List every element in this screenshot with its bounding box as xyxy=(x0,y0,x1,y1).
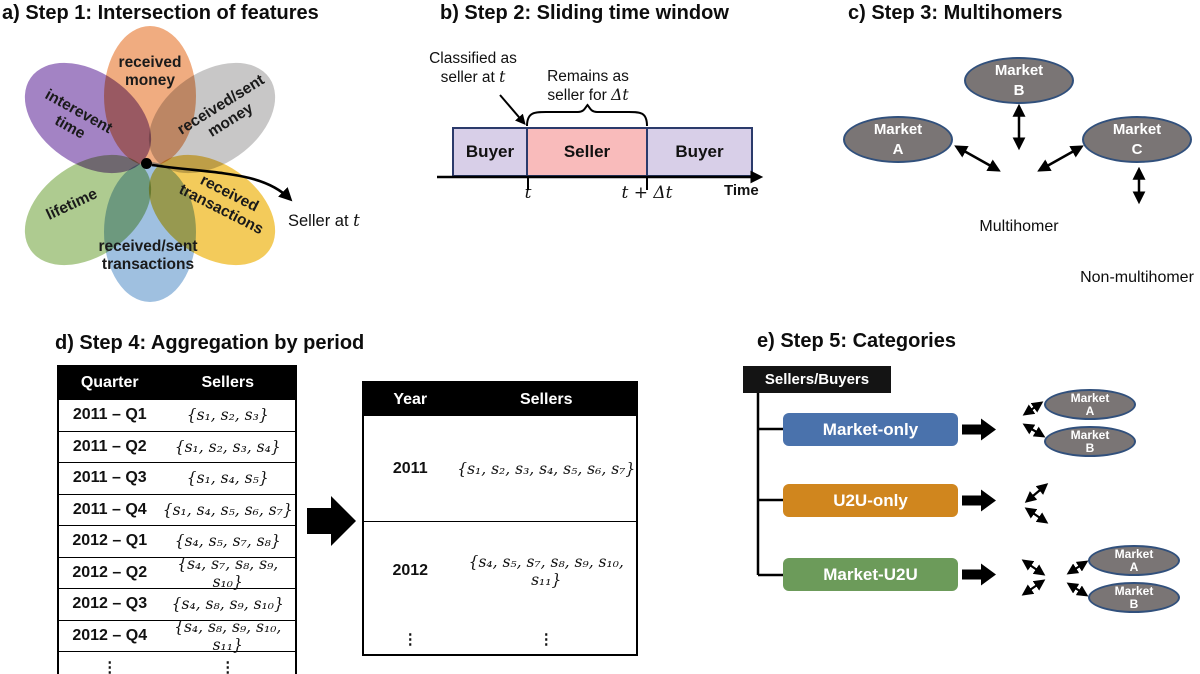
multihomer-label: Multihomer xyxy=(979,218,1059,235)
sellers-header-cell: Sellers xyxy=(519,390,573,408)
panel-c-title: c) Step 3: Multihomers xyxy=(848,2,1063,24)
arrow-mu2u-market-b xyxy=(1066,582,1089,597)
non-multihomer-label: Non-multihomer xyxy=(1080,269,1194,286)
market-only-label: Market-only xyxy=(822,419,919,439)
table-row: 2012{s₄, s₅, s₇, s₈, s₉, s₁₀, s₁₁} xyxy=(392,552,624,589)
classified-annotation: Classified as seller at t xyxy=(429,50,517,86)
category-market-only: Market-only xyxy=(783,413,958,446)
arrow-right-market-u2u xyxy=(962,563,996,586)
tick-t-dt-label: t + Δt xyxy=(621,183,673,203)
category-market-u2u: Market-U2U xyxy=(783,558,958,591)
quarter-table: Quarter Sellers 2011 – Q1{s₁, s₂, s₃} 20… xyxy=(57,365,297,674)
time-axis-label: Time xyxy=(724,182,759,199)
table-row: 2011{s₁, s₂, s₃, s₄, s₅, s₆, s₇} xyxy=(392,459,636,478)
arrow-person-market-b xyxy=(1022,423,1046,438)
arrow-mu2u-left-top xyxy=(1021,559,1046,576)
quarter-table-header: Quarter Sellers xyxy=(59,367,295,399)
table-row: 2011 – Q2{s₁, s₂, s₃, s₄} xyxy=(59,430,295,463)
table-row: 2012 – Q4{s₄, s₈, s₉, s₁₀, s₁₁} xyxy=(59,618,295,654)
intersection-dot xyxy=(141,158,152,169)
arrow-right-u2u-only xyxy=(962,489,996,512)
table-row: 2012 – Q2{s₄, s₇, s₈, s₉, s₁₀} xyxy=(59,555,295,591)
table-row-group: 2012{s₄, s₅, s₇, s₈, s₉, s₁₀, s₁₁} ⋮⋮ xyxy=(364,521,636,659)
remains-annotation: Remains as seller for Δt xyxy=(547,68,629,104)
arrow-market-c-multihomer xyxy=(1037,145,1084,172)
market-u2u-label: Market-U2U xyxy=(823,564,918,584)
sellers-header-cell: Sellers xyxy=(201,374,254,391)
aggregate-arrow-right xyxy=(307,496,356,546)
tick-t-label: t xyxy=(524,183,532,203)
panel-d-title: d) Step 4: Aggregation by period xyxy=(55,332,365,354)
seller-block: Seller xyxy=(526,127,648,177)
quarter-header-cell: Quarter xyxy=(80,374,139,391)
seller-at-t-label: Seller at t xyxy=(288,211,360,230)
seller-block-label: Seller xyxy=(563,142,611,161)
year-table-header: Year Sellers xyxy=(364,383,636,416)
table-row-dots: ⋮⋮ xyxy=(59,651,295,674)
year-table: Year Sellers 2011{s₁, s₂, s₃, s₄, s₅, s₆… xyxy=(362,381,638,656)
panel-b-title: b) Step 2: Sliding time window xyxy=(440,2,729,24)
buyer-block-2-label: Buyer xyxy=(675,142,724,161)
table-row: 2011 – Q1{s₁, s₂, s₃} xyxy=(59,399,295,431)
remains-brace xyxy=(526,103,648,127)
table-row: 2012 – Q1{s₄, s₅, s₇, s₈} xyxy=(59,525,295,557)
year-header-cell: Year xyxy=(393,390,428,408)
buyer-block-2: Buyer xyxy=(646,127,753,177)
sellers-buyers-label: Sellers/Buyers xyxy=(764,371,870,388)
table-row: 2012 – Q3{s₄, s₈, s₉, s₁₀} xyxy=(59,588,295,620)
arrow-u2u-bottom xyxy=(1024,507,1049,524)
panel-e-title: e) Step 5: Categories xyxy=(757,330,956,352)
table-row: 2011 – Q4{s₁, s₄, s₅, s₆, s₇} xyxy=(59,493,295,526)
buyer-block-1-label: Buyer xyxy=(465,142,515,161)
table-row: 2011 – Q3{s₁, s₄, s₅} xyxy=(59,462,295,494)
arrow-u2u-top xyxy=(1024,483,1049,503)
category-u2u-only: U2U-only xyxy=(783,484,958,517)
arrow-mu2u-left-bottom xyxy=(1021,579,1046,596)
arrow-mu2u-market-a xyxy=(1066,560,1089,575)
panel-a-title: a) Step 1: Intersection of features xyxy=(2,2,319,24)
buyer-block-1: Buyer xyxy=(452,127,528,177)
arrow-right-market-only xyxy=(962,418,996,441)
arrow-person-market-a xyxy=(1022,401,1044,416)
sellers-buyers-box: Sellers/Buyers xyxy=(743,366,891,393)
table-row-dots: ⋮⋮ xyxy=(402,631,554,648)
arrow-market-a-multihomer xyxy=(954,145,1001,172)
u2u-only-label: U2U-only xyxy=(833,490,908,510)
classified-arrow xyxy=(499,94,526,125)
